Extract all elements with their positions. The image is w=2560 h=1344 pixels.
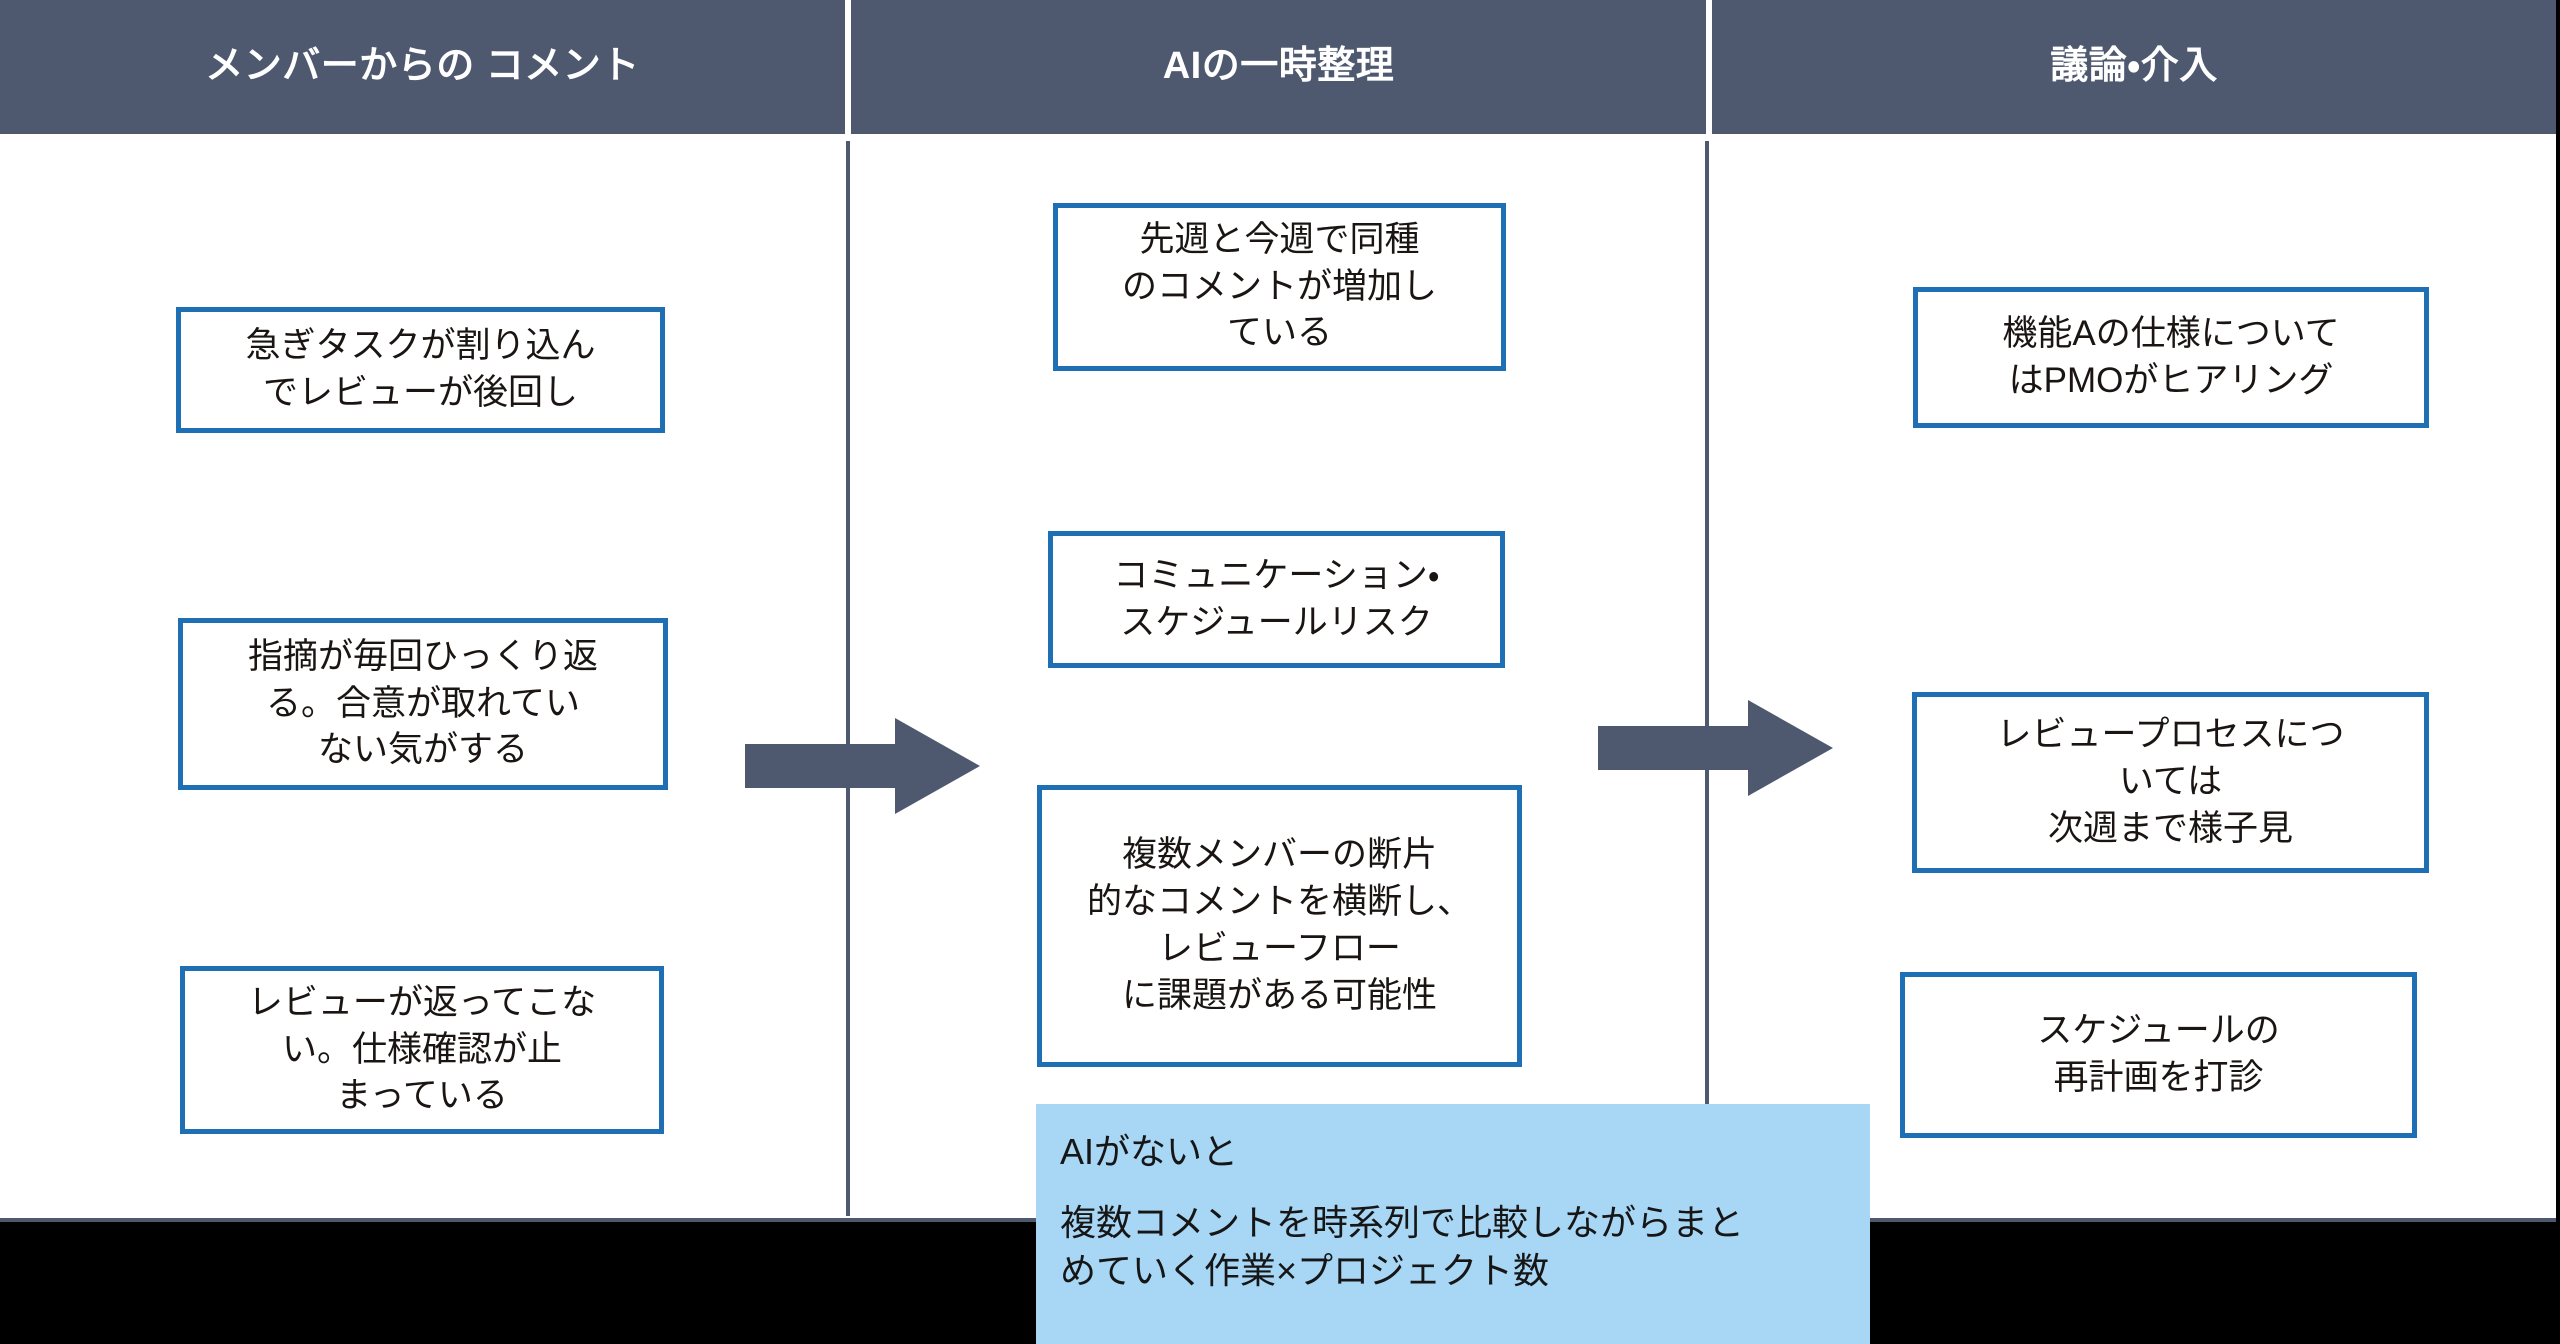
discussion-box-3: スケジュールの 再計画を打診 xyxy=(1900,972,2417,1138)
content-panel: メンバーからの コメント AIの一時整理 議論・介入 急ぎタスクが割り込ん でレ… xyxy=(0,0,2556,1222)
ai-summary-box-3: 複数メンバーの断片 的なコメントを横断し、 レビューフロー に課題がある可能性 xyxy=(1037,785,1522,1067)
arrow-right-icon-ai-to-discussion xyxy=(1598,700,1833,796)
column-header-member-comments: メンバーからの コメント xyxy=(0,0,845,134)
callout-title: AIがないと xyxy=(1060,1131,1239,1172)
discussion-box-2: レビュープロセスにつ いては 次週まで様子見 xyxy=(1912,692,2429,873)
column-divider-1 xyxy=(846,141,850,1216)
column-header-ai-summary: AIの一時整理 xyxy=(851,0,1706,134)
ai-summary-box-1: 先週と今週で同種 のコメントが増加し ている xyxy=(1053,203,1506,371)
member-comment-box-3: レビューが返ってこな い。仕様確認が止 まっている xyxy=(180,966,664,1134)
column-divider-2 xyxy=(1705,141,1709,1216)
arrow-right-icon-member-to-ai xyxy=(745,718,980,814)
discussion-box-1: 機能Aの仕様について はPMOがヒアリング xyxy=(1913,287,2429,428)
member-comment-box-2: 指摘が毎回ひっくり返 る。合意が取れてい ない気がする xyxy=(178,618,668,790)
member-comment-box-1: 急ぎタスクが割り込ん でレビューが後回し xyxy=(176,307,665,433)
header-gap-2 xyxy=(1706,0,1712,134)
ai-summary-box-2: コミュニケーション・ スケジュールリスク xyxy=(1048,531,1505,668)
header-band: メンバーからの コメント AIの一時整理 議論・介入 xyxy=(0,0,2556,134)
callout-body: 複数コメントを時系列で比較しながらまと めていく作業×プロジェクト数 xyxy=(1060,1202,1745,1292)
column-header-discussion: 議論・介入 xyxy=(1712,0,2556,134)
header-gap-1 xyxy=(845,0,851,134)
callout-no-ai: AIがないと 複数コメントを時系列で比較しながらまと めていく作業×プロジェクト… xyxy=(1036,1104,1870,1344)
